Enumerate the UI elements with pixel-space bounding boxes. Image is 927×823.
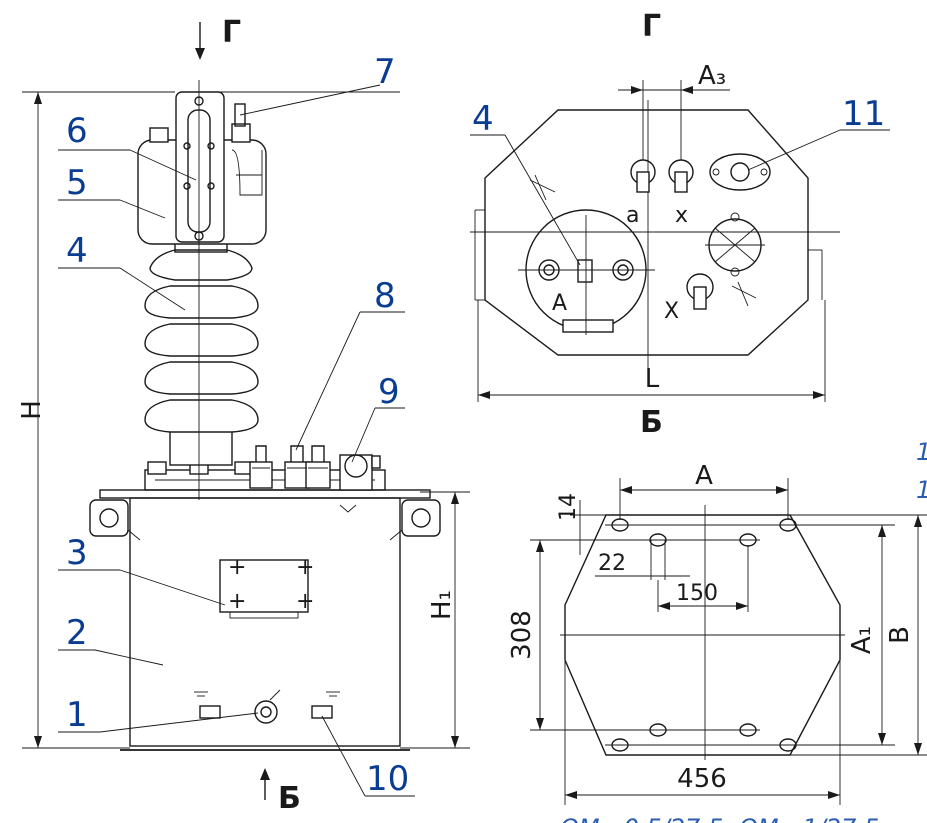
- callout-4: 4: [66, 231, 88, 271]
- drain-valve: [339, 454, 381, 491]
- view-g-title: Г: [642, 9, 661, 44]
- callout-7: 7: [374, 52, 396, 92]
- callout-1: 1: [66, 695, 88, 735]
- dim-A1: A₁: [847, 626, 877, 654]
- terminal-x: x: [675, 203, 688, 228]
- dim-B: B: [885, 626, 915, 644]
- callout-3: 3: [66, 533, 88, 573]
- callout-5: 5: [66, 163, 88, 203]
- callout-9: 9: [378, 372, 400, 412]
- svg-text:+: +: [228, 555, 246, 580]
- terminal-a: a: [626, 203, 639, 228]
- dim-150: 150: [676, 581, 718, 606]
- dim-L: L: [645, 364, 660, 394]
- svg-text:+: +: [228, 589, 246, 614]
- ground-terminals: [194, 689, 340, 724]
- dim-A: A: [695, 461, 713, 491]
- callout-4-top: 4: [472, 99, 494, 139]
- dim-14: 14: [556, 493, 581, 521]
- margin-text-2: 1: [916, 476, 927, 504]
- callout-11: 11: [842, 94, 885, 134]
- top-view: Г L Б A₃: [470, 9, 890, 440]
- dim-H: H: [17, 400, 47, 420]
- hv-insulator: [144, 239, 259, 466]
- tank-body: [129, 497, 401, 747]
- footprint-view: A 14 22 150 308 A₁: [507, 461, 927, 805]
- callout-2: 2: [66, 613, 88, 653]
- lv-bushings: [249, 445, 331, 489]
- view-g-arrow-label: Г: [222, 15, 241, 50]
- dim-308: 308: [507, 610, 537, 660]
- terminal-A: A: [552, 291, 567, 316]
- callout-6: 6: [66, 111, 88, 151]
- view-b-arrow-label: Б: [278, 781, 301, 816]
- caption-bottom: ОМ - 0,5/27,5; ОМ - 1/27,5: [560, 814, 879, 823]
- view-b-title: Б: [640, 405, 663, 440]
- margin-text-1: 1: [916, 438, 927, 466]
- dim-A3: A₃: [698, 61, 726, 91]
- callout-8: 8: [374, 276, 396, 316]
- callout-10: 10: [366, 759, 409, 799]
- cover-outline: [484, 109, 809, 356]
- front-view: H H₁ Г Б + + + +: [17, 15, 470, 816]
- expansion-tank: [137, 91, 267, 245]
- dim-456: 456: [677, 764, 727, 794]
- terminal-X: X: [664, 299, 679, 324]
- oil-cap: [709, 153, 771, 191]
- svg-text:+: +: [296, 589, 314, 614]
- svg-text:+: +: [296, 555, 314, 580]
- dim-22: 22: [598, 551, 626, 576]
- dim-H1: H₁: [427, 590, 457, 620]
